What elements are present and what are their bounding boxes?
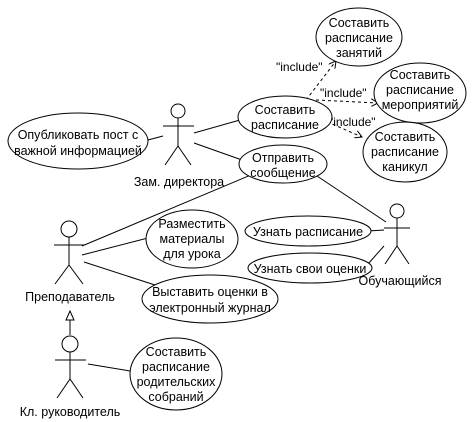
stick-figure-icon [163, 103, 194, 166]
stick-figure-icon [384, 203, 410, 265]
use-case-label-line: Составить [255, 103, 316, 117]
use-case-label-line: Разместить [158, 217, 225, 231]
use-case-label-line: собраний [148, 390, 203, 404]
use-case-label-line: для урока [163, 247, 221, 261]
use-case-view-grades[interactable]: Узнать свои оценки [247, 252, 373, 284]
stick-figure-icon [55, 335, 86, 399]
use-case-label-line: Составить [390, 68, 451, 82]
use-case-post-materials[interactable]: Разместить материалы для урока [145, 209, 239, 269]
use-case-label-line: родительских [137, 375, 217, 389]
use-case-schedule-parent-meetings[interactable]: Составить расписание родительских собран… [129, 337, 223, 411]
assoc-teacher-materials [81, 237, 149, 256]
include-label-1: "include" [276, 60, 323, 74]
use-case-label-line: расписание [142, 360, 210, 374]
use-case-label-line: электронный журнал [149, 301, 271, 315]
actor-student[interactable]: Обучающийся [359, 203, 442, 288]
use-case-put-grades[interactable]: Выставить оценки в электронный журнал [141, 274, 279, 324]
use-case-label-line: Выставить оценки в [152, 285, 268, 299]
use-case-schedule-holidays[interactable]: Составить расписание каникул [362, 121, 448, 183]
use-case-label-line: расписание [371, 145, 439, 159]
actor-teacher[interactable]: Преподаватель [25, 220, 115, 304]
include-label-3: "include" [329, 115, 376, 129]
actor-label: Зам. директора [134, 175, 224, 189]
use-case-label-line: материалы [160, 232, 225, 246]
use-case-label-line: Узнать свои оценки [254, 262, 367, 276]
actor-label: Кл. руководитель [20, 405, 121, 419]
generalization-classteacher-teacher [65, 309, 75, 335]
use-case-label-line: важной информацией [14, 144, 142, 158]
assoc-deputy-make-schedule [193, 119, 241, 134]
include-arrow-classes [305, 61, 336, 101]
stick-figure-icon [54, 220, 84, 285]
assoc-deputy-send-message [193, 142, 243, 161]
use-case-label-line: занятий [336, 46, 382, 60]
use-case-label-line: Составить [329, 16, 390, 30]
actor-class-teacher[interactable]: Кл. руководитель [20, 335, 121, 419]
associations [81, 119, 387, 372]
use-case-label-line: каникул [382, 160, 427, 174]
use-case-label-line: сообщение [250, 166, 315, 180]
use-case-label-line: расписание [251, 118, 319, 132]
use-case-label-line: Опубликовать пост с [18, 128, 139, 142]
actor-label: Обучающийся [359, 274, 442, 288]
use-case-label-line: Узнать расписание [253, 225, 363, 239]
use-case-schedule-classes[interactable]: Составить расписание занятий [315, 7, 403, 67]
use-case-label-line: Составить [146, 345, 207, 359]
use-case-label-line: Составить [375, 130, 436, 144]
assoc-student-view-grades [367, 245, 385, 265]
include-label-2: "include" [320, 86, 367, 100]
use-case-send-message[interactable]: Отправить сообщение [238, 144, 328, 184]
actor-deputy-director[interactable]: Зам. директора [134, 103, 224, 189]
use-case-label-line: Отправить [252, 151, 314, 165]
use-case-schedule-events[interactable]: Составить расписание мероприятий [373, 62, 467, 124]
assoc-teacher-grades [83, 261, 156, 286]
assoc-deputy-publish [147, 135, 164, 141]
use-case-make-schedule[interactable]: Составить расписание [237, 95, 333, 139]
use-case-publish-post[interactable]: Опубликовать пост с важной информацией [7, 112, 149, 170]
use-case-label-line: расписание [325, 31, 393, 45]
use-case-view-schedule[interactable]: Узнать расписание [244, 215, 372, 247]
use-case-label-line: мероприятий [382, 98, 459, 112]
assoc-teacher-send-message [81, 171, 259, 247]
use-case-label-line: расписание [386, 83, 454, 97]
include-arrow-events [315, 100, 378, 103]
assoc-classteacher-parent-meetings [87, 363, 131, 372]
actor-label: Преподаватель [25, 290, 115, 304]
assoc-student-send-message [307, 169, 387, 223]
